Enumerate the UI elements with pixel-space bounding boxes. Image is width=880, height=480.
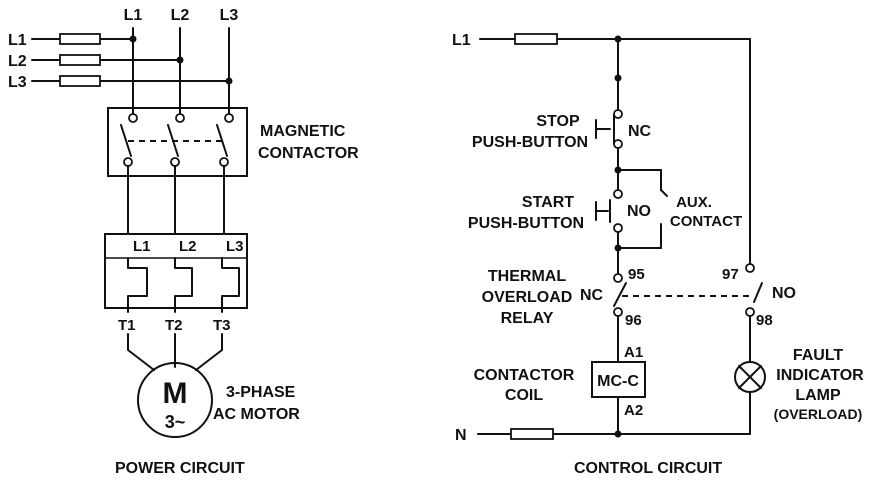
relay-input-l3: L3 [226, 238, 244, 255]
terminal-96: 96 [625, 312, 642, 329]
coil-name: MC-C [597, 373, 639, 390]
relay-heater-elements [127, 257, 240, 309]
junction-above-stop [614, 74, 622, 82]
terminal-98: 98 [756, 312, 773, 329]
relay-input-l1: L1 [133, 238, 151, 255]
relay-nc-label: NC [580, 287, 604, 304]
relay-output-t2: T2 [165, 317, 183, 334]
neutral-label: N [455, 427, 467, 444]
coil-terminal-a2: A2 [624, 402, 643, 419]
lamp-label-2: INDICATOR [776, 367, 864, 384]
power-circuit-title: POWER CIRCUIT [115, 460, 245, 477]
motor-label-2: AC MOTOR [213, 406, 300, 423]
wire-motor-3 [195, 307, 223, 371]
relay-output-t1: T1 [118, 317, 136, 334]
lamp-label-1: FAULT [793, 347, 844, 364]
aux-label-1: AUX. [676, 194, 712, 211]
control-circuit: L1 STOP PUSH-BUTTON NC [452, 32, 864, 477]
contactor-contacts [120, 107, 234, 177]
relay-no-label: NO [772, 285, 796, 302]
motor-symbol [137, 362, 213, 438]
feed-label-l3: L3 [8, 74, 27, 91]
top-label-l1: L1 [124, 7, 143, 24]
start-label-1: START [522, 194, 574, 211]
control-relay-label-1: THERMAL [488, 268, 566, 285]
stop-push-button [595, 109, 623, 149]
contactor-box [107, 107, 248, 177]
control-fuse-neutral [510, 428, 554, 440]
coil-label-1: CONTACTOR [474, 367, 575, 384]
top-label-l3: L3 [220, 7, 239, 24]
fault-indicator-lamp [734, 361, 766, 393]
contactor-label-2: CONTACTOR [258, 145, 359, 162]
fuse-l3 [59, 75, 101, 87]
terminal-97: 97 [722, 266, 739, 283]
relay-output-t3: T3 [213, 317, 231, 334]
control-fuse-top [514, 33, 558, 45]
motor-label-1: 3-PHASE [226, 384, 296, 401]
control-relay-label-2: OVERLOAD [482, 289, 573, 306]
lamp-label-3: LAMP [795, 387, 841, 404]
stop-type: NC [628, 123, 652, 140]
fuse-l1 [59, 33, 101, 45]
wire-motor-1 [127, 307, 155, 371]
start-label-2: PUSH-BUTTON [468, 215, 584, 232]
control-circuit-title: CONTROL CIRCUIT [574, 460, 722, 477]
control-relay-label-3: RELAY [501, 310, 554, 327]
fuse-l2 [59, 54, 101, 66]
start-type: NO [627, 203, 651, 220]
control-line-label: L1 [452, 32, 471, 49]
feed-label-l2: L2 [8, 53, 27, 70]
coil-terminal-a1: A1 [624, 344, 643, 361]
overload-nc-contact [613, 273, 627, 317]
aux-label-2: CONTACT [670, 213, 742, 230]
power-circuit: L1 L2 L3 L1 L2 L3 [8, 7, 359, 477]
junction-aux-bottom [614, 244, 622, 252]
stop-label-2: PUSH-BUTTON [472, 134, 588, 151]
top-label-l2: L2 [171, 7, 190, 24]
junction-l3 [225, 77, 233, 85]
junction-l1 [129, 35, 137, 43]
junction-l2 [176, 56, 184, 64]
overload-no-contact [745, 263, 763, 317]
terminal-95: 95 [628, 266, 645, 283]
motor-phase: 3~ [165, 412, 186, 432]
feed-label-l1: L1 [8, 32, 27, 49]
relay-input-l2: L2 [179, 238, 197, 255]
stop-label-1: STOP [536, 113, 580, 130]
motor-letter: M [163, 377, 188, 410]
neutral-junction [614, 430, 622, 438]
lamp-label-4: (OVERLOAD) [774, 406, 863, 422]
contactor-label-1: MAGNETIC [260, 123, 346, 140]
start-push-button [595, 189, 623, 233]
coil-label-2: COIL [505, 387, 543, 404]
aux-contact [617, 189, 668, 249]
